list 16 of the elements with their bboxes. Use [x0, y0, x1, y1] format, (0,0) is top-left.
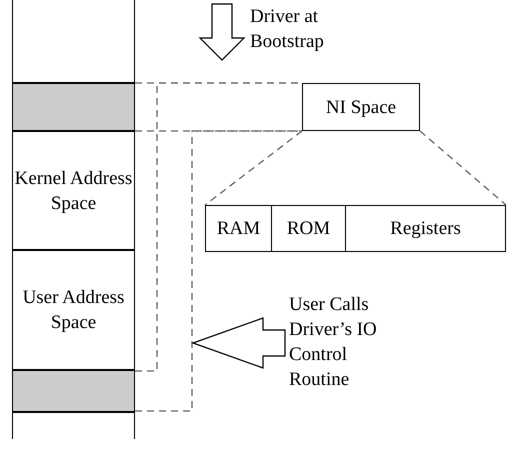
- mapped-segment: [12, 370, 135, 412]
- block-arrow: [191, 317, 286, 369]
- mapping-line: [420, 130, 506, 206]
- mapping-line: [135, 130, 302, 412]
- memory-box: Registers: [345, 205, 506, 252]
- annotation-text: User Calls Driver’s IO Control Routine: [289, 292, 399, 392]
- mapping-line: [204, 130, 302, 206]
- memory-box: RAM: [205, 205, 272, 252]
- memory-segment: [12, 412, 135, 439]
- mapped-segment: [12, 83, 135, 131]
- annotation-text: Driver at Bootstrap: [250, 4, 360, 56]
- memory-box: ROM: [272, 205, 345, 252]
- memory-box: NI Space: [302, 83, 420, 131]
- memory-segment: User Address Space: [12, 250, 135, 370]
- memory-segment: Kernel Address Space: [12, 131, 135, 250]
- block-arrow: [198, 3, 246, 61]
